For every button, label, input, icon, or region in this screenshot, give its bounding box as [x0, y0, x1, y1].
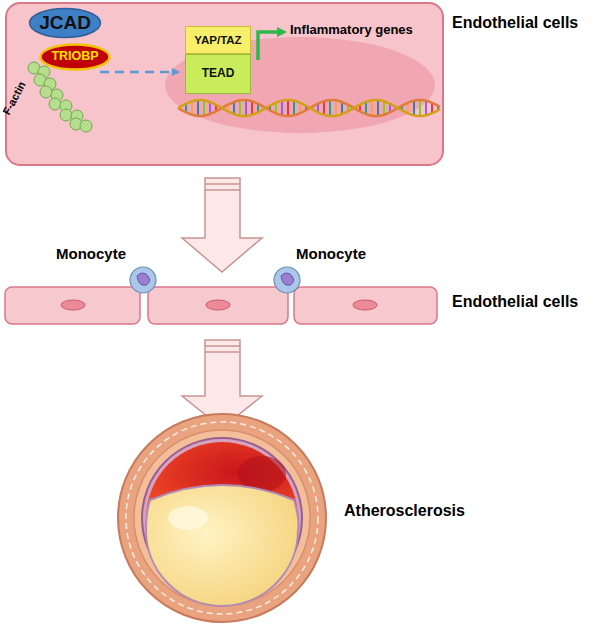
protein-box: TEAD [185, 54, 251, 94]
disease-label: Atherosclerosis [344, 502, 465, 520]
signal-arrow [100, 71, 178, 74]
gene-label: Inflammatory genes [290, 23, 413, 37]
cell-label: Endothelial cells [452, 293, 578, 311]
protein-box: YAP/TAZ [185, 26, 251, 54]
node-text: YAP/TAZ [194, 34, 241, 47]
cell-label: Endothelial cells [452, 14, 578, 32]
artery-cross-section [118, 414, 326, 622]
cell-label: Monocyte [56, 246, 126, 263]
nucleus [61, 300, 377, 310]
f-actin-filament [28, 62, 92, 132]
endothelial-cell-row [5, 287, 437, 324]
node-text: TEAD [202, 67, 235, 80]
endothelial-cell [6, 3, 443, 165]
down-arrow [182, 178, 262, 272]
protein-ellipse: JCAD [28, 7, 102, 39]
protein-ellipse: TRIOBP [38, 42, 112, 72]
node-text: TRIOBP [51, 50, 98, 64]
dna-helix [178, 100, 440, 116]
cell-label: Monocyte [296, 246, 366, 263]
monocyte-cell [130, 267, 300, 293]
node-text: JCAD [39, 13, 91, 34]
transcription-arrow [258, 32, 284, 60]
